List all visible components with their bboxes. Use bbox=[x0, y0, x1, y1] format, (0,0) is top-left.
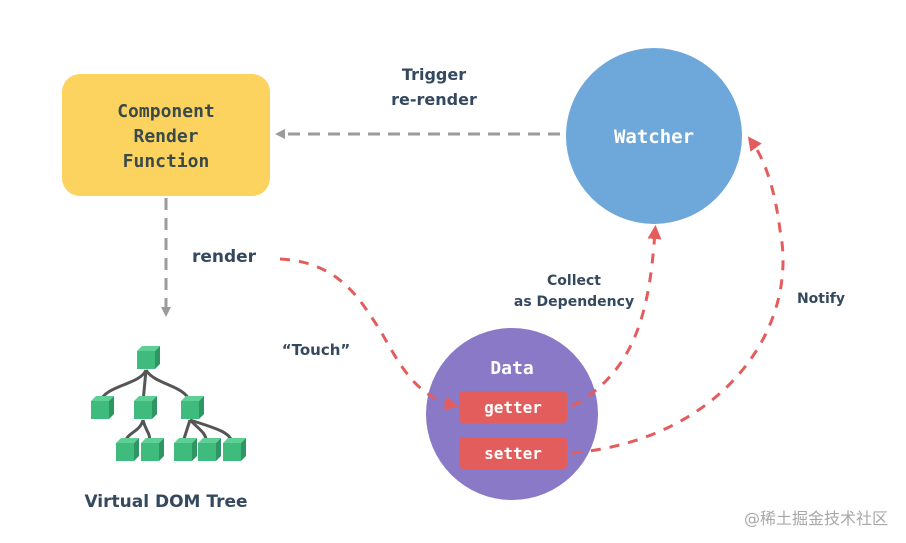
touch-arrow bbox=[279, 257, 459, 410]
watcher-node: Watcher bbox=[566, 48, 742, 224]
collect-dependency-arrow bbox=[571, 225, 662, 408]
tree-node-cube bbox=[134, 396, 157, 419]
tree-edges bbox=[98, 369, 234, 443]
trigger-label-line-2: re-render bbox=[391, 90, 477, 109]
watermark: @稀土掘金技术社区 bbox=[743, 509, 888, 528]
tree-node-cube bbox=[141, 438, 164, 461]
touch-label: “Touch” bbox=[282, 341, 351, 359]
component-line-2: Render bbox=[133, 126, 198, 147]
vdom-label: Virtual DOM Tree bbox=[84, 492, 247, 512]
component-render-function-node: Component Render Function bbox=[62, 74, 270, 196]
notify-arrow bbox=[571, 136, 785, 455]
data-label: Data bbox=[490, 358, 533, 379]
tree-node-cube bbox=[174, 438, 197, 461]
collect-label-line-1: Collect bbox=[547, 273, 601, 289]
tree-node-cube bbox=[91, 396, 114, 419]
render-label: render bbox=[192, 247, 257, 267]
getter-box bbox=[459, 391, 567, 423]
data-node: Data getter setter bbox=[426, 328, 598, 500]
watcher-label: Watcher bbox=[614, 126, 694, 148]
virtual-dom-tree-icon bbox=[91, 346, 246, 461]
tree-node-cube bbox=[223, 438, 246, 461]
collect-label-line-2: as Dependency bbox=[514, 294, 634, 310]
watcher-circle bbox=[566, 48, 742, 224]
tree-node-cube bbox=[137, 346, 160, 369]
setter-label: setter bbox=[484, 444, 542, 463]
tree-node-cube bbox=[198, 438, 221, 461]
trigger-label-line-1: Trigger bbox=[402, 65, 466, 84]
tree-node-cube bbox=[181, 396, 204, 419]
getter-label: getter bbox=[484, 398, 542, 417]
tree-nodes bbox=[91, 346, 246, 461]
component-line-1: Component bbox=[117, 101, 215, 122]
notify-label: Notify bbox=[797, 291, 845, 307]
component-line-3: Function bbox=[123, 151, 210, 172]
setter-box bbox=[459, 437, 567, 469]
component-box bbox=[62, 74, 270, 196]
tree-node-cube bbox=[116, 438, 139, 461]
